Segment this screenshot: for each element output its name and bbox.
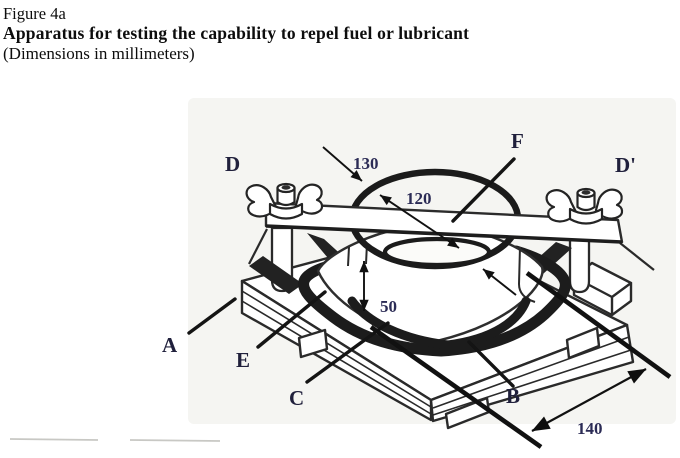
- part-label-f: F: [511, 129, 524, 153]
- leader-a: [187, 297, 237, 335]
- dimension-labels: 130 120 50 140: [353, 154, 603, 438]
- base-plate-layer-lines: [241, 290, 632, 416]
- dim-140-extension-left: [369, 325, 543, 449]
- brace-line-left: [248, 228, 268, 265]
- dim-120-arrow: [379, 194, 460, 249]
- dim-140-arrow: [531, 368, 647, 432]
- leader-b: [467, 340, 515, 388]
- part-label-d-prime: D': [615, 153, 636, 177]
- seal-ring-inner: [347, 296, 531, 350]
- figure-units-note: (Dimensions in millimeters): [3, 44, 195, 63]
- part-label-c: C: [289, 386, 304, 410]
- glass-ring-bore: [382, 236, 492, 268]
- plate-foot-right: [565, 326, 601, 360]
- wing-nut-left: [245, 182, 324, 220]
- brace-line-right: [619, 242, 655, 271]
- dim-130-arrow-lower: [482, 268, 517, 296]
- brace-wedge-left-corner: [249, 256, 303, 294]
- leader-f: [451, 157, 516, 223]
- part-labels: D D' F A E C B: [162, 129, 636, 410]
- dim-label-50: 50: [380, 297, 397, 316]
- leader-lines: [187, 157, 516, 388]
- dimension-arrows: [322, 146, 672, 449]
- figure-number: Figure 4a: [3, 4, 66, 23]
- part-label-d: D: [225, 152, 240, 176]
- clamp-rod-right: [568, 237, 591, 294]
- dim-label-120: 120: [406, 189, 432, 208]
- leader-e: [256, 290, 327, 349]
- dim-140-extension-right: [525, 271, 672, 379]
- plate-foot-left: [297, 328, 329, 359]
- part-label-b: B: [506, 384, 520, 408]
- dim-label-140: 140: [577, 419, 603, 438]
- dim-130-arrow-upper: [322, 146, 363, 182]
- dim-label-130: 130: [353, 154, 379, 173]
- leader-c: [305, 321, 390, 384]
- scan-smudge: [9, 438, 221, 442]
- part-label-e: E: [236, 348, 250, 372]
- figure-title: Apparatus for testing the capability to …: [3, 23, 470, 43]
- part-label-a: A: [162, 333, 178, 357]
- wing-nut-right: [545, 187, 624, 225]
- seal-ring-outer: [298, 245, 571, 357]
